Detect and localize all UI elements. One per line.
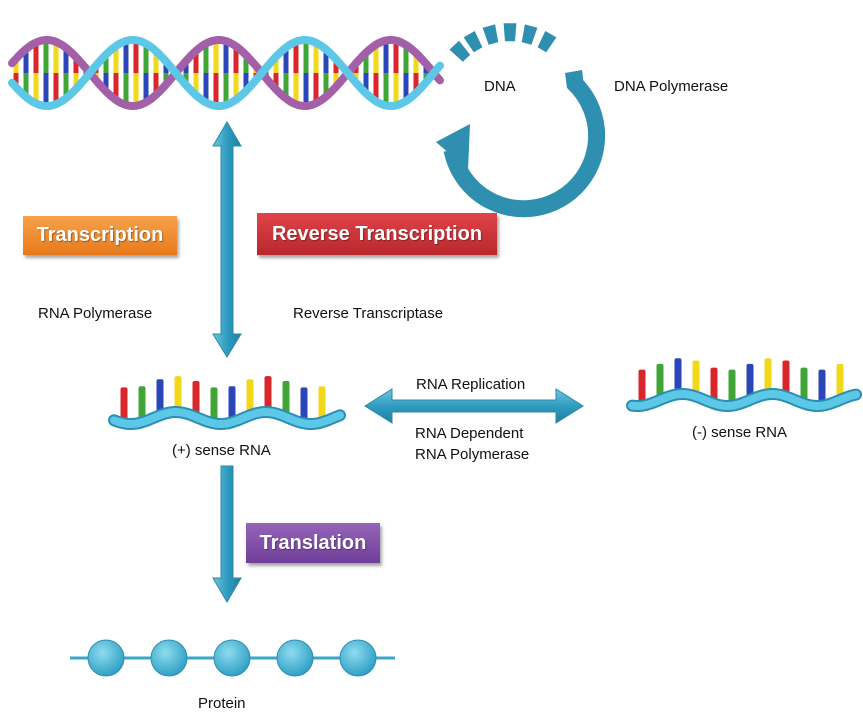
rna-base — [638, 369, 646, 406]
dna-polymerase-dash — [503, 23, 517, 42]
rna-base — [120, 387, 128, 424]
rna-replication-double-arrow — [364, 388, 584, 424]
transcription-box: Transcription — [23, 216, 177, 255]
rna-base — [692, 360, 700, 397]
protein-chain — [70, 639, 395, 677]
amino-acid-bead — [150, 639, 188, 677]
rna-base — [318, 386, 326, 423]
rna-base — [800, 367, 808, 404]
minus-sense-rna-strand — [626, 358, 862, 412]
amino-acid-bead — [87, 639, 125, 677]
rna-base — [836, 363, 844, 400]
rna-base — [192, 381, 200, 418]
rna-base — [228, 386, 236, 423]
dna-polymerase-dash — [482, 24, 499, 45]
rna-base — [210, 387, 218, 424]
dna-polymerase-label: DNA Polymerase — [614, 78, 729, 95]
rna-base — [174, 376, 182, 413]
rna-base — [138, 386, 146, 423]
rna-polymerase-label: RNA Polymerase — [38, 305, 153, 322]
protein-label: Protein — [198, 695, 246, 712]
reverse-transcriptase-label: Reverse Transcriptase — [293, 305, 444, 322]
rna-base — [782, 360, 790, 397]
dna-backbone-purple — [8, 36, 444, 110]
rna-base — [156, 379, 164, 416]
rna-backbone — [628, 390, 860, 410]
rna-dependent-label-line1: RNA Dependent — [415, 425, 524, 442]
dna-polymerase-dash — [449, 40, 471, 62]
dna-label: DNA — [484, 78, 516, 95]
rna-base — [746, 363, 754, 400]
dna-polymerase-dash — [521, 24, 538, 45]
translation-box: Translation — [246, 523, 380, 563]
rna-base — [264, 376, 272, 413]
rna-dependent-label-line2: RNA Polymerase — [415, 446, 530, 463]
minus-sense-rna-label: (-) sense RNA — [692, 424, 788, 441]
rna-replication-label: RNA Replication — [416, 376, 526, 393]
dna-polymerase-dash — [565, 70, 584, 88]
dna-polymerase-dash — [537, 31, 557, 53]
reverse-transcription-box: Reverse Transcription — [257, 213, 497, 255]
amino-acid-bead — [339, 639, 377, 677]
dna-double-helix — [8, 36, 444, 110]
rna-base — [282, 381, 290, 418]
rna-base — [674, 358, 682, 395]
dna-polymerase-dash — [463, 31, 483, 53]
rna-base — [728, 369, 736, 406]
plus-sense-rna-label: (+) sense RNA — [172, 442, 271, 459]
rna-backbone — [110, 408, 344, 428]
amino-acid-bead — [276, 639, 314, 677]
translation-arrow — [212, 465, 242, 603]
dna-replication-arrow — [436, 23, 606, 218]
dna-backbone-cyan — [8, 36, 444, 110]
plus-sense-rna-strand — [108, 376, 346, 430]
rna-base — [300, 387, 308, 424]
rna-base — [246, 379, 254, 416]
amino-acid-bead — [213, 639, 251, 677]
rna-base — [764, 358, 772, 395]
rna-base — [710, 367, 718, 404]
rna-base — [656, 363, 664, 400]
transcription-double-arrow — [212, 121, 242, 358]
rna-base — [818, 369, 826, 406]
